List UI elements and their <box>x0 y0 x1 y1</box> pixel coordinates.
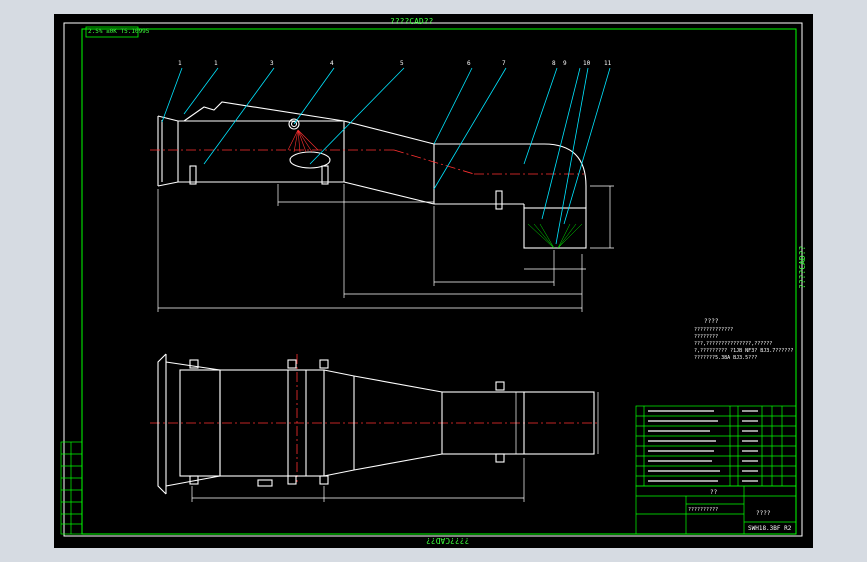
notes-line: ????????????? <box>694 327 734 333</box>
elevation-dimensions <box>157 184 614 312</box>
leader-label: 9 <box>563 60 567 67</box>
notes-heading: ???? <box>704 318 719 325</box>
drawing-sheet: 1 1 3 4 5 6 7 8 9 10 11 <box>60 22 803 537</box>
plan-view <box>157 353 595 495</box>
leader-numbers: 1 1 3 4 5 6 7 8 9 10 11 <box>178 60 612 67</box>
leader-label: 5 <box>400 60 404 67</box>
plan-dimensions <box>191 392 599 502</box>
centerlines <box>150 149 599 482</box>
notes-line: ???,???????????????,?????? <box>694 341 773 347</box>
leader-label: 11 <box>604 60 612 67</box>
leader-label: 7 <box>502 60 506 67</box>
title-block-caption: ?? <box>710 489 718 496</box>
parts-list-text <box>648 410 758 482</box>
leader-label: 4 <box>330 60 334 67</box>
leader-label: 1 <box>178 60 182 67</box>
leader-label: 10 <box>583 60 591 67</box>
revision-table <box>60 441 83 535</box>
spray-fan <box>287 129 319 153</box>
notes-line: ?,????????? ?1JB NF3? BJ3.7?????? <box>694 348 794 354</box>
notes-line: ???????5.38A BJ3.5??? <box>694 355 758 361</box>
drawing-no-box <box>85 26 139 38</box>
inner-frame <box>81 28 797 535</box>
leader-lines <box>161 67 611 245</box>
drawing-number: 2.5% ≤0K T5.10995 <box>88 28 150 35</box>
leader-label: 6 <box>467 60 471 67</box>
outlet-fan <box>527 223 583 249</box>
title-block-name: ???? <box>756 510 771 517</box>
outer-frame <box>63 22 803 537</box>
sheet-title-right: ????CAD?? <box>798 245 807 289</box>
parts-list <box>635 405 797 535</box>
cad-viewport[interactable]: 1 1 3 4 5 6 7 8 9 10 11 <box>54 14 813 548</box>
elevation-view <box>157 101 587 249</box>
title-block-company: ?????????? <box>688 507 719 513</box>
sheet-title-top: ????CAD?? <box>390 17 434 26</box>
title-block-drawing: SWH18.3BF R2 <box>748 525 792 532</box>
notes-line: ???????? <box>694 334 719 340</box>
leader-label: 8 <box>552 60 556 67</box>
sheet-title-bottom: ????CAD?? <box>426 536 470 545</box>
leader-label: 3 <box>270 60 274 67</box>
leader-label: 1 <box>214 60 218 67</box>
